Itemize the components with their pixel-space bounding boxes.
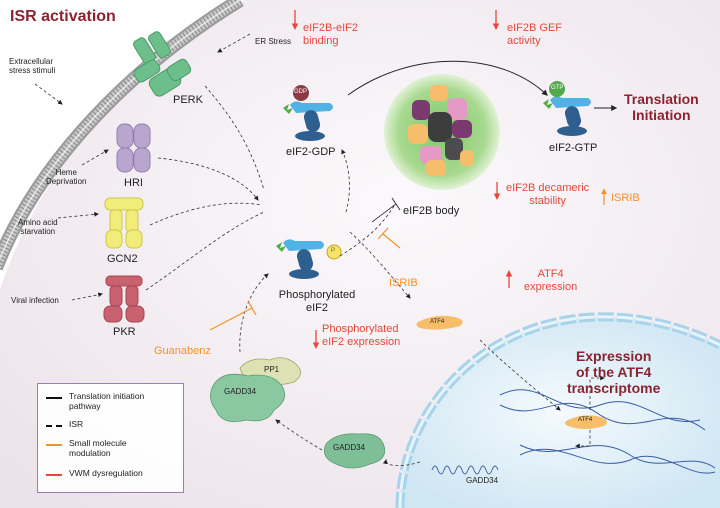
legend-swatch-orange: [46, 444, 62, 446]
gadd34-protein-label: GADD34: [333, 443, 366, 452]
er-membrane: [0, 0, 244, 271]
viral-infection-label: Viral infection: [11, 296, 59, 305]
isrib-label-right: ISRIB: [611, 192, 640, 204]
gadd34-mrna-label: GADD34: [466, 476, 499, 485]
gadd34-mrna: [431, 465, 499, 475]
pkr-protein: [103, 275, 145, 323]
dysregulation-arrows: [291, 10, 513, 349]
legend-swatch-dashed-black: [46, 425, 62, 427]
gadd34-complex-label: GADD34: [224, 387, 257, 396]
pp1-label: PP1: [264, 365, 280, 374]
eif2-gdp-molecule: [283, 85, 333, 141]
dna-strands: [499, 389, 716, 474]
eif2b-complex: [408, 85, 474, 176]
atf4-nucleus-label: ATF4: [578, 417, 593, 423]
legend-swatch-solid-black: [46, 397, 62, 399]
eif2b-body: [384, 74, 500, 190]
extracellular-space: [0, 0, 245, 290]
eif2-gtp-molecule: [543, 81, 591, 136]
hri-protein: [116, 123, 151, 173]
perk-label: PERK: [173, 94, 203, 106]
phospho-p-label: P: [331, 248, 336, 254]
perk-protein: [133, 31, 192, 97]
pp1-gadd34-complex: [210, 357, 301, 423]
inhibition-to-eif2b: [371, 203, 397, 223]
gtp-label: GTP: [551, 85, 564, 91]
gdp-label: GDP: [294, 89, 308, 95]
legend-swatch-red: [46, 474, 62, 476]
gcn2-protein: [104, 197, 144, 249]
legend-item-isr: ISR: [46, 419, 83, 429]
eif2-gtp-label: eIF2-GTP: [549, 142, 598, 154]
modulation-lines: [209, 188, 607, 331]
atf4-cytoplasm-label: ATF4: [430, 319, 445, 325]
gcn2-label: GCN2: [107, 253, 138, 265]
isrib-label-center: ISRIB: [389, 277, 418, 289]
gadd34-protein: [323, 433, 386, 469]
atf4-protein-cytoplasm: [416, 315, 463, 330]
isr-dashed-arrows: [34, 33, 605, 466]
inhibition-bar: [391, 197, 401, 211]
legend-item-vwm: VWM dysregulation: [46, 468, 143, 478]
gef-exchange-arrow: [347, 60, 548, 96]
atf4-protein-nucleus: [565, 415, 607, 429]
eif2b-body-label: eIF2B body: [403, 205, 460, 217]
page-title: ISR activation: [10, 8, 116, 25]
hri-label: HRI: [124, 177, 143, 189]
pkr-label: PKR: [113, 326, 136, 338]
er-stress-label: ER Stress: [255, 37, 292, 46]
phospho-eif2-molecule: [276, 239, 342, 279]
guanabenz-label: Guanabenz: [154, 345, 211, 357]
eif2-gdp-label: eIF2-GDP: [286, 146, 336, 158]
